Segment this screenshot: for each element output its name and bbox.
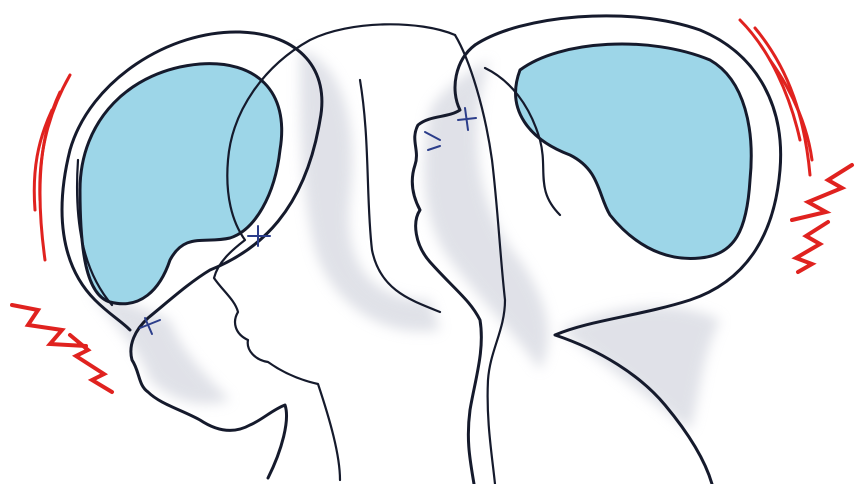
- zigzag-right-1: [792, 165, 852, 220]
- brain-front-head: [80, 64, 282, 304]
- zigzag-right-2: [796, 222, 828, 272]
- impact-marks-right: [740, 20, 852, 272]
- eye-mark-ghost: [248, 226, 270, 246]
- motion-line-left-3: [40, 92, 60, 260]
- brain-back-head: [516, 44, 752, 258]
